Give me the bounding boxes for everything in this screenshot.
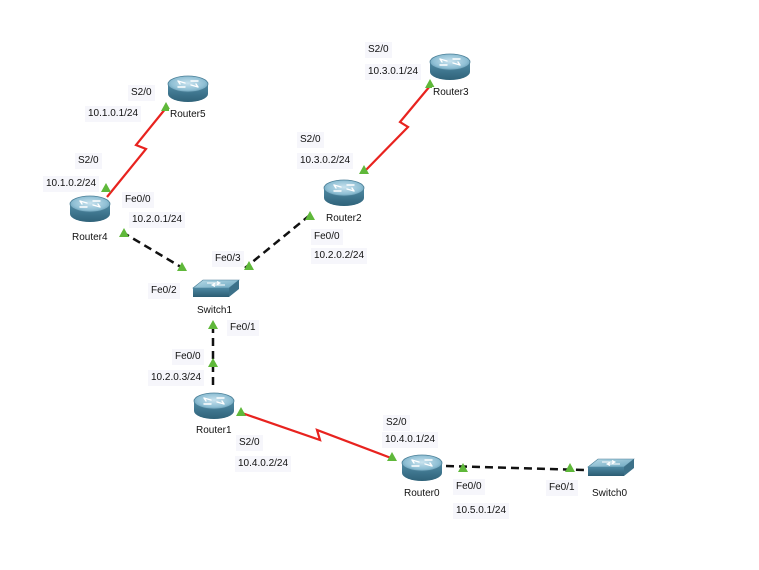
router0-icon[interactable] [401, 454, 443, 482]
router2-serial-interface-label: S2/0 [297, 132, 324, 148]
port-indicator-switch1-fe01 [208, 320, 218, 329]
router3-name: Router3 [432, 87, 470, 99]
router2-serial-ip-label: 10.3.0.2/24 [297, 153, 354, 169]
port-indicator-router4-s20 [101, 183, 111, 192]
router0-serial-ip-label: 10.4.0.1/24 [382, 432, 439, 448]
switch0-icon[interactable] [587, 458, 635, 477]
serial-link-router5-router4[interactable] [106, 107, 167, 198]
port-indicator-router5-s20 [161, 102, 171, 111]
serial-link-router3-router2[interactable] [363, 85, 431, 173]
ethernet-link-router2-switch1[interactable] [244, 214, 311, 269]
ethernet-link-router0-switch0[interactable] [445, 464, 585, 472]
router4-serial-ip-label: 10.1.0.2/24 [43, 176, 100, 192]
router1-serial-interface-label: S2/0 [236, 435, 263, 451]
router5-interface-label: S2/0 [128, 85, 155, 101]
port-indicator-switch1-fe03 [244, 261, 254, 270]
router1-fe-ip-label: 10.2.0.3/24 [148, 370, 205, 386]
switch1-name: Switch1 [196, 305, 234, 317]
port-indicator-router1-fe00 [208, 358, 218, 367]
port-indicator-router4-fe00 [119, 228, 129, 237]
router4-fe-interface-label: Fe0/0 [122, 192, 154, 208]
port-indicator-switch0-fe01 [565, 463, 575, 472]
router1-fe-interface-label: Fe0/0 [172, 349, 204, 365]
router1-icon[interactable] [193, 392, 235, 420]
port-indicator-router0-s20 [387, 452, 397, 461]
router5-name: Router5 [169, 109, 207, 121]
port-indicator-router2-s20 [359, 165, 369, 174]
port-indicator-router0-fe00 [458, 463, 468, 472]
port-indicator-router3-s20 [425, 79, 435, 88]
switch0-name: Switch0 [591, 488, 629, 500]
router4-icon[interactable] [69, 195, 111, 223]
router3-interface-label: S2/0 [365, 42, 392, 58]
switch1-fe02-label: Fe0/2 [148, 283, 180, 299]
router4-name: Router4 [71, 232, 109, 244]
router0-fe-interface-label: Fe0/0 [453, 479, 485, 495]
router3-ip-label: 10.3.0.1/24 [365, 64, 422, 80]
router1-name: Router1 [195, 425, 233, 437]
router2-fe-interface-label: Fe0/0 [311, 229, 343, 245]
router2-fe-ip-label: 10.2.0.2/24 [311, 248, 368, 264]
port-indicator-router2-fe00 [305, 211, 315, 220]
switch1-fe03-label: Fe0/3 [212, 251, 244, 267]
router0-name: Router0 [403, 488, 441, 500]
switch1-fe01-label: Fe0/1 [227, 320, 259, 336]
router1-serial-ip-label: 10.4.0.2/24 [235, 456, 292, 472]
router4-fe-ip-label: 10.2.0.1/24 [129, 212, 186, 228]
router2-name: Router2 [325, 213, 363, 225]
serial-link-router1-router0[interactable] [238, 410, 392, 460]
router0-serial-interface-label: S2/0 [383, 415, 410, 431]
ethernet-link-router4-switch1[interactable] [121, 230, 187, 272]
switch1-icon[interactable] [192, 279, 240, 298]
port-indicator-router1-s20 [236, 407, 246, 416]
router2-icon[interactable] [323, 179, 365, 207]
router5-ip-label: 10.1.0.1/24 [85, 106, 142, 122]
switch0-fe01-label: Fe0/1 [546, 480, 578, 496]
router3-icon[interactable] [429, 53, 471, 81]
port-indicators [101, 79, 575, 472]
router4-serial-interface-label: S2/0 [75, 153, 102, 169]
port-indicator-switch1-fe02 [177, 262, 187, 271]
router0-fe-ip-label: 10.5.0.1/24 [453, 503, 510, 519]
router5-icon[interactable] [167, 75, 209, 103]
